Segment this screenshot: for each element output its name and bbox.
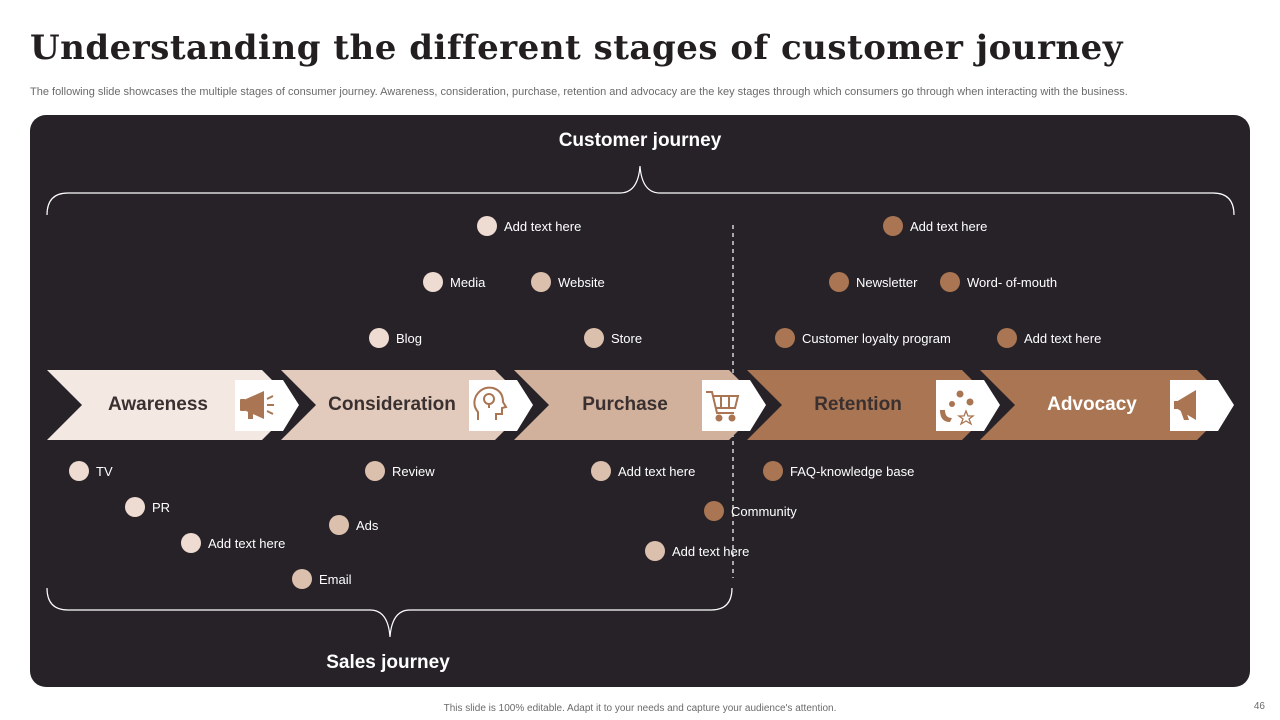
awareness-chevron xyxy=(47,370,297,440)
bullet-dot xyxy=(369,328,389,348)
item-label: Email xyxy=(319,571,352,587)
list-item: Newsletter xyxy=(829,271,917,293)
bullet-dot xyxy=(940,272,960,292)
bullet-dot xyxy=(423,272,443,292)
retention-chevron xyxy=(747,370,997,440)
list-item: Customer loyalty program xyxy=(775,327,951,349)
sales-journey-brace xyxy=(46,587,733,638)
bullet-dot xyxy=(531,272,551,292)
list-item: Website xyxy=(531,271,605,293)
advocacy-chevron xyxy=(980,370,1232,440)
consideration-chevron xyxy=(281,370,530,440)
bullet-dot xyxy=(181,533,201,553)
stage-retention: Retention xyxy=(814,394,902,415)
item-label: Customer loyalty program xyxy=(802,330,951,346)
item-label: Ads xyxy=(356,517,379,533)
bullet-dot xyxy=(591,461,611,481)
item-label: Community xyxy=(731,503,797,519)
stages-row: Awareness Consideration Purchase Retenti… xyxy=(0,370,1280,440)
item-label: Media xyxy=(450,274,486,290)
bullet-dot xyxy=(645,541,665,561)
list-item: Word- of-mouth xyxy=(940,271,1057,293)
stage-advocacy: Advocacy xyxy=(1047,394,1137,415)
list-item: Add text here xyxy=(645,540,749,562)
item-label: Newsletter xyxy=(856,274,918,290)
stage-purchase: Purchase xyxy=(582,394,668,415)
item-label: Website xyxy=(558,274,605,290)
bullet-dot xyxy=(829,272,849,292)
bullet-dot xyxy=(365,461,385,481)
shopping-cart-icon xyxy=(706,391,740,422)
stage-consideration: Consideration xyxy=(328,394,456,415)
list-item: Ads xyxy=(329,514,378,536)
item-label: Blog xyxy=(396,330,423,346)
list-item: Store xyxy=(584,327,642,349)
customer-journey-label: Customer journey xyxy=(558,130,722,151)
list-item: Community xyxy=(704,500,797,522)
consideration-icon-box xyxy=(469,380,533,431)
list-item: FAQ-knowledge base xyxy=(763,460,914,482)
item-label: Add text here xyxy=(504,218,582,234)
item-label: TV xyxy=(96,463,113,479)
bullet-dot xyxy=(584,328,604,348)
item-label: Store xyxy=(611,330,643,346)
bullet-dot xyxy=(477,216,497,236)
list-item: Add text here xyxy=(997,327,1101,349)
item-label: Add text here xyxy=(618,463,696,479)
bullet-dot xyxy=(763,461,783,481)
list-item: Review xyxy=(365,460,435,482)
slide-footer: This slide is 100% editable. Adapt it to… xyxy=(443,703,837,714)
bullet-dot xyxy=(69,461,89,481)
purchase-chevron xyxy=(514,370,764,440)
stage-awareness: Awareness xyxy=(108,394,208,415)
slide-title: Understanding the different stages of cu… xyxy=(30,28,1124,68)
idea-head-icon xyxy=(473,386,508,420)
sales-journey-label: Sales journey xyxy=(326,652,450,673)
item-label: Review xyxy=(392,463,435,479)
list-item: Media xyxy=(423,271,485,293)
list-item: PR xyxy=(125,496,170,518)
announcement-icon xyxy=(1174,390,1196,420)
item-label: Add text here xyxy=(208,535,286,551)
customer-magnet-icon xyxy=(940,390,975,426)
list-item: Add text here xyxy=(883,215,987,237)
slide-subtitle: The following slide showcases the multip… xyxy=(30,86,1128,98)
list-item: Add text here xyxy=(181,532,285,554)
list-item: Email xyxy=(292,568,352,590)
megaphone-icon xyxy=(240,391,274,419)
item-label: PR xyxy=(152,499,171,515)
item-label: FAQ-knowledge base xyxy=(790,463,915,479)
item-label: Add text here xyxy=(910,218,988,234)
bullet-dot xyxy=(775,328,795,348)
list-item: Add text here xyxy=(477,215,581,237)
item-label: Word- of-mouth xyxy=(967,274,1058,290)
bullet-dot xyxy=(125,497,145,517)
customer-journey-brace xyxy=(46,165,1235,216)
list-item: Blog xyxy=(369,327,422,349)
bullet-dot xyxy=(704,501,724,521)
bullet-dot xyxy=(329,515,349,535)
list-item: TV xyxy=(69,460,113,482)
retention-icon-box xyxy=(936,380,1000,431)
bullet-dot xyxy=(997,328,1017,348)
item-label: Add text here xyxy=(1024,330,1102,346)
item-label: Add text here xyxy=(672,543,750,559)
list-item: Add text here xyxy=(591,460,695,482)
bullet-dot xyxy=(292,569,312,589)
bullet-dot xyxy=(883,216,903,236)
page-number: 46 xyxy=(1253,701,1265,712)
